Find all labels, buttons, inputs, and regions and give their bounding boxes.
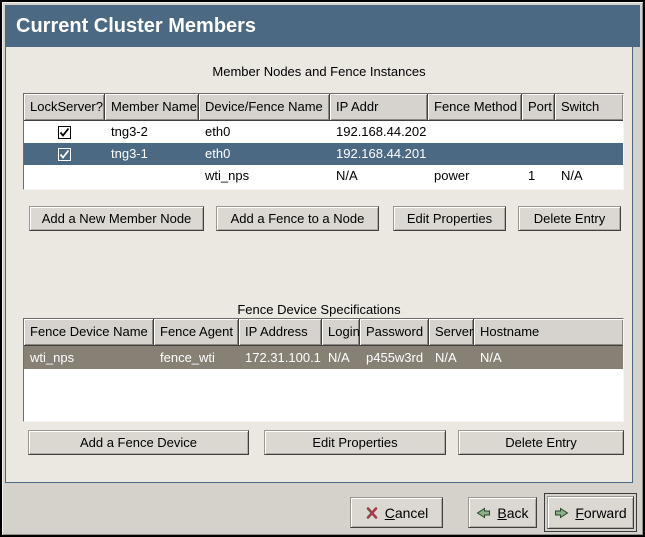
ip-addr-cell: 192.168.44.202 [336,124,427,139]
lockserver-cell [24,121,105,143]
port-cell: 1 [528,168,536,183]
lockserver-checkbox[interactable] [58,125,71,139]
col-fence-device-name[interactable]: Fence Device Name [24,319,154,346]
fence-method-cell: power [434,168,470,183]
lockserver-checkbox[interactable] [58,147,71,161]
col-fence-method[interactable]: Fence Method [428,94,522,121]
lockserver-cell [24,165,105,187]
lockserver-cell [24,143,105,165]
cancel-button[interactable]: Cancel [350,497,443,528]
member-nodes-table: LockServer? Member Name Device/Fence Nam… [23,93,624,190]
fence-table-caption: Fence Device Specifications [237,302,401,317]
password-cell: p455w3rd [366,350,424,365]
device-fence-cell: wti_nps [205,168,250,183]
col-password[interactable]: Password [360,319,429,346]
col-lockserver[interactable]: LockServer? [24,94,105,121]
device-fence-cell: eth0 [205,146,231,161]
fence-method-cell [428,121,522,143]
wizard-content-panel: Member Nodes and Fence Instances LockSer… [5,47,633,483]
member-name-cell: tng3-1 [111,146,148,161]
table-row-selected[interactable]: tng3-1 eth0 192.168.44.201 [24,143,623,165]
switch-cell: N/A [561,168,583,183]
forward-default-ring: Forward [544,493,637,532]
col-fence-agent[interactable]: Fence Agent [154,319,239,346]
fence-method-cell [428,143,522,165]
col-ip-address[interactable]: IP Address [239,319,322,346]
col-member-name[interactable]: Member Name [105,94,199,121]
table-row[interactable]: wti_nps N/A power 1 N/A [24,165,623,187]
fence-devices-table: Fence Device Name Fence Agent IP Address… [23,318,624,422]
fence-agent-cell: fence_wti [160,350,215,365]
ip-addr-cell: N/A [336,168,358,183]
port-cell [522,121,555,143]
col-device-fence-name[interactable]: Device/Fence Name [199,94,330,121]
check-icon [59,149,70,159]
col-ip-addr[interactable]: IP Addr [330,94,428,121]
check-icon [59,127,70,137]
device-fence-cell: eth0 [205,124,231,139]
add-fence-device-button[interactable]: Add a Fence Device [28,430,249,455]
login-cell: N/A [328,350,350,365]
fence-table-header: Fence Device Name Fence Agent IP Address… [24,319,623,346]
col-server[interactable]: Server [429,319,474,346]
col-port[interactable]: Port [522,94,555,121]
switch-cell [555,143,623,165]
page-title: Current Cluster Members [5,5,640,47]
member-table-caption: Member Nodes and Fence Instances [212,64,426,79]
forward-label: Forward [575,504,627,521]
table-row[interactable]: tng3-2 eth0 192.168.44.202 [24,121,623,143]
delete-entry-button[interactable]: Delete Entry [518,206,621,231]
delete-entry-button-2[interactable]: Delete Entry [458,430,624,455]
switch-cell [555,121,623,143]
cancel-label: Cancel [384,504,429,521]
back-button[interactable]: Back [468,497,537,528]
col-login[interactable]: Login [322,319,360,346]
hostname-cell: N/A [480,350,502,365]
member-name-cell [105,165,199,187]
member-table-header: LockServer? Member Name Device/Fence Nam… [24,94,623,121]
add-member-node-button[interactable]: Add a New Member Node [29,206,204,231]
col-hostname[interactable]: Hostname [474,319,623,346]
port-cell [522,143,555,165]
table-row-selected[interactable]: wti_nps fence_wti 172.31.100.1 N/A p455w… [24,346,623,369]
back-label: Back [497,504,529,521]
col-switch[interactable]: Switch [555,94,623,121]
cancel-x-icon [365,506,379,520]
edit-properties-button[interactable]: Edit Properties [393,206,506,231]
ip-addr-cell: 192.168.44.201 [336,146,427,161]
add-fence-to-node-button[interactable]: Add a Fence to a Node [216,206,379,231]
server-cell: N/A [435,350,457,365]
fence-device-name-cell: wti_nps [30,350,75,365]
edit-properties-button-2[interactable]: Edit Properties [264,430,446,455]
forward-arrow-icon [554,506,569,520]
back-arrow-icon [476,506,491,520]
ip-address-cell: 172.31.100.1 [245,350,321,365]
forward-button[interactable]: Forward [547,496,634,529]
member-name-cell: tng3-2 [111,124,148,139]
